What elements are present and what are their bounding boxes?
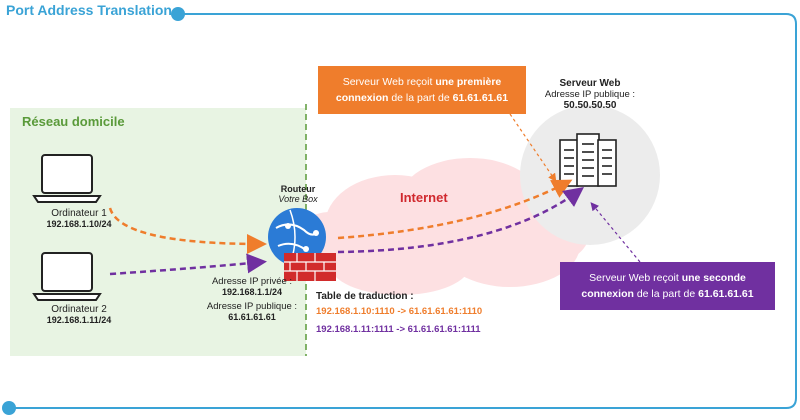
router-icon <box>268 208 326 266</box>
computer1-ip: 192.168.1.10/24 <box>46 219 112 229</box>
router-subtitle: Votre Box <box>278 194 318 204</box>
computer2-ip: 192.168.1.11/24 <box>46 315 112 325</box>
callout-first-bold2: connexion <box>335 92 389 104</box>
laptop-icon-1 <box>32 154 102 203</box>
callout-first-bold1: une première <box>435 76 502 88</box>
callout-first-bold3: 61.61.61.61 <box>452 92 509 104</box>
arrow-router-to-server-purple <box>337 187 585 254</box>
callout-first-pre: Serveur Web reçoit <box>342 76 436 88</box>
frame-dot-top <box>171 7 185 21</box>
callout-second-pre: Serveur Web reçoit <box>589 272 682 284</box>
router-title: Routeur <box>280 184 316 194</box>
router-public-label: Adresse IP publique : <box>206 301 298 312</box>
router-private-ip: 192.168.1.1/24 <box>221 287 283 297</box>
server-label-block: Serveur Web Adresse IP publique : 50.50.… <box>530 78 650 111</box>
computer1-name: Ordinateur 1 <box>51 208 107 219</box>
frame-border <box>14 13 797 409</box>
translation-table-title: Table de traduction : <box>316 291 414 302</box>
frame-dot-bottom <box>2 401 16 415</box>
arrow-pc2-to-router <box>109 253 267 276</box>
laptop-icon-2 <box>32 252 102 301</box>
callout-second-mid: de la part de <box>633 288 699 300</box>
callout-first-mid: de la part de <box>388 92 453 104</box>
arrow-pc1-to-router <box>108 207 267 254</box>
server-icon <box>559 133 617 187</box>
router-ip-block: Adresse IP privée : 192.168.1.1/24 Adres… <box>196 276 308 322</box>
callout-second-pointer <box>590 202 641 263</box>
server-title: Serveur Web <box>559 78 621 89</box>
computer2-name: Ordinateur 2 <box>51 304 107 315</box>
server-public-label: Adresse IP publique : <box>544 89 636 100</box>
callout-first-pointer <box>509 113 557 182</box>
translation-row-2: 192.168.1.11:1111 -> 61.61.61.61:1111 <box>316 324 481 335</box>
computer2-block: Ordinateur 2 192.168.1.11/24 <box>24 304 134 325</box>
router-public-ip: 61.61.61.61 <box>228 312 276 322</box>
internet-label: Internet <box>400 190 448 205</box>
home-network-zone <box>10 108 306 356</box>
callout-second-bold2: connexion <box>581 288 634 300</box>
home-network-label: Réseau domicile <box>22 114 125 129</box>
server-ip: 50.50.50.50 <box>563 100 617 111</box>
router-private-label: Adresse IP privée : <box>211 276 293 287</box>
callout-second-bold1: une seconde <box>681 272 746 284</box>
computer1-block: Ordinateur 1 192.168.1.10/24 <box>24 208 134 229</box>
callout-second-bold3: 61.61.61.61 <box>698 288 754 300</box>
page-title: Port Address Translation <box>6 2 172 18</box>
arrow-router-to-server-orange <box>337 179 573 240</box>
callout-second-connection: Serveur Web reçoit une seconde connexion… <box>560 262 775 310</box>
router-title-block: Routeur Votre Box <box>250 184 346 204</box>
callout-first-connection: Serveur Web reçoit une première connexio… <box>318 66 526 114</box>
firewall-icon <box>284 253 336 281</box>
translation-row-1: 192.168.1.10:1110 -> 61.61.61.61:1110 <box>316 306 483 317</box>
